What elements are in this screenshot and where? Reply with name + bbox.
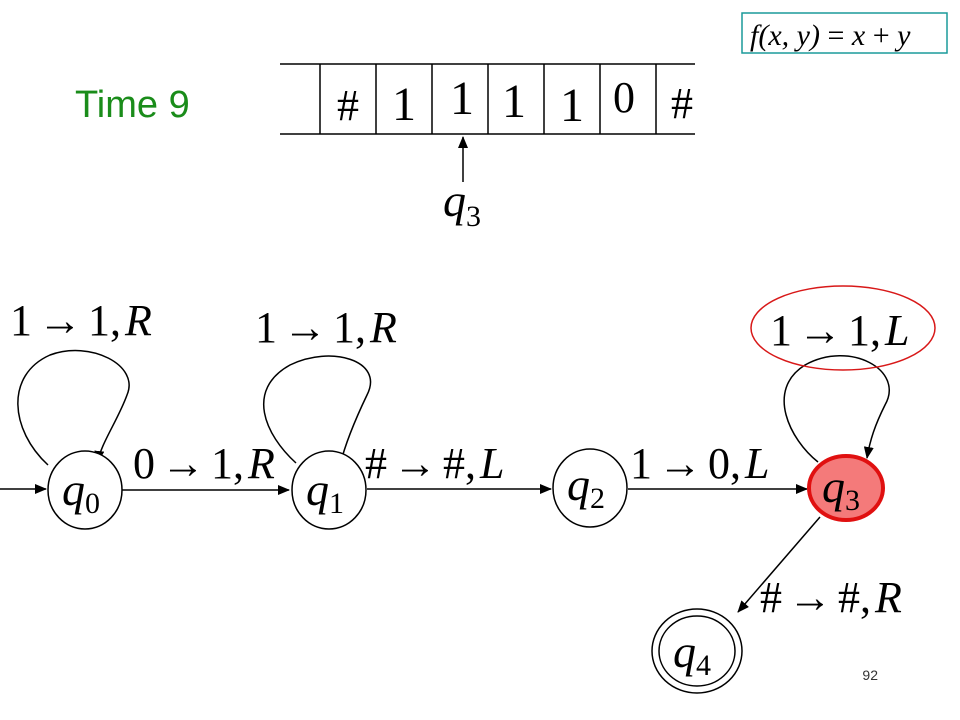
state-circle <box>291 450 367 530</box>
tape-cell: # <box>337 81 359 130</box>
head-state-label: q3 <box>443 175 481 233</box>
head-state-base: q <box>443 175 466 226</box>
state-sub: 4 <box>696 649 711 682</box>
state-label: q1 <box>306 464 344 520</box>
state-base: q <box>567 459 590 510</box>
state-q0: q0 <box>47 450 123 530</box>
head-state-sub: 3 <box>466 200 481 233</box>
state-q1: q1 <box>291 450 367 530</box>
formula-plus: + <box>865 19 897 52</box>
transition-label-loop-q3: 1→1,L <box>770 306 909 355</box>
state-base: q <box>62 464 85 515</box>
tape-cell: 1 <box>502 75 526 128</box>
transition-label-q3-q4: #→#,R <box>760 573 902 622</box>
tape-cell: # <box>671 79 693 128</box>
transition-label-loop-q0: 1→1,R <box>10 296 152 345</box>
state-label: q3 <box>822 461 860 517</box>
transition-label-q0-q1: 0→1,R <box>133 439 275 488</box>
state-sub: 0 <box>85 487 100 520</box>
tape-cell: 1 <box>560 79 584 132</box>
formula-box <box>741 12 948 54</box>
state-outer-circle <box>651 608 743 694</box>
state-q4-accepting: q4 <box>651 608 743 694</box>
transition-label-q1-q2: #→#,L <box>365 439 504 488</box>
loop-q1-edge <box>262 355 372 466</box>
tape-cell: 1 <box>392 78 416 131</box>
state-circle <box>807 454 885 522</box>
tape: # 1 1 1 1 0 # <box>280 63 695 135</box>
state-label: q4 <box>673 626 711 682</box>
state-base: q <box>673 626 696 677</box>
transition-label-loop-q1: 1→1,R <box>255 303 397 352</box>
tape-head: q3 <box>443 136 481 233</box>
formula-eq: = <box>820 19 852 52</box>
state-sub: 3 <box>845 484 860 517</box>
state-q3-active: q3 <box>807 454 885 522</box>
state-q2: q2 <box>552 448 628 528</box>
state-label: q2 <box>567 459 605 515</box>
state-sub: 2 <box>590 482 605 515</box>
state-circle <box>47 450 123 530</box>
state-sub: 1 <box>329 487 344 520</box>
formula: f(x, y) = x + y <box>750 19 911 52</box>
tape-cell: 1 <box>450 72 474 125</box>
state-base: q <box>306 464 329 515</box>
highlight-ellipse <box>750 285 936 371</box>
state-circle <box>552 448 628 528</box>
formula-x: x <box>851 19 866 52</box>
tape-cell: 0 <box>613 73 635 122</box>
state-inner-circle <box>658 615 736 687</box>
state-base: q <box>822 461 845 512</box>
formula-args: (x, y) <box>758 19 820 52</box>
slide-title: Time 9 <box>75 84 190 126</box>
page-number: 92 <box>862 667 878 683</box>
transition-label-q2-q3: 1→0,L <box>630 439 769 488</box>
edge-q3-q4 <box>737 516 821 613</box>
state-label: q0 <box>62 464 100 520</box>
loop-q0-edge <box>17 349 130 466</box>
loop-q3-edge <box>783 355 890 463</box>
formula-y: y <box>894 19 911 52</box>
